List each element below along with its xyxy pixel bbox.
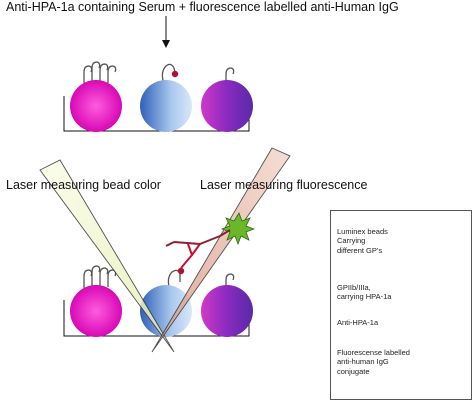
laser-bead-color-beam bbox=[39, 159, 175, 353]
bottom-purple-bead bbox=[201, 285, 253, 337]
bottom-purple-bead-group bbox=[201, 273, 253, 337]
down-arrow-head-icon bbox=[162, 40, 170, 48]
top-pink-bead-group bbox=[70, 61, 122, 132]
legend-item-antibody: Anti-HPA-1a bbox=[337, 318, 378, 327]
legend-item-beads-line-2: Carrying bbox=[337, 236, 366, 246]
legend-item-glycoprotein: GPIIb/IIIa, carrying HPA-1a bbox=[337, 283, 391, 302]
legend-item-antibody-line-1: Anti-HPA-1a bbox=[337, 318, 379, 327]
top-blue-bead-group bbox=[140, 63, 192, 132]
legend-item-beads-line-1: Luminex beads bbox=[337, 227, 388, 236]
legend-item-conjugate-line-1: Fluorescense labelled bbox=[337, 348, 410, 357]
top-purple-bead-group bbox=[201, 67, 253, 132]
top-blue-bead bbox=[140, 80, 192, 132]
legend-item-beads: Luminex beads Carrying different GP's bbox=[337, 227, 388, 255]
legend-item-glycoprotein-line-1: GPIIb/IIIa, bbox=[337, 283, 371, 292]
page-title: Anti-HPA-1a containing Serum + fluoresce… bbox=[6, 0, 399, 14]
legend-item-conjugate-line-2: anti-human IgG bbox=[337, 357, 389, 367]
top-purple-bead bbox=[201, 80, 253, 132]
legend-item-glycoprotein-line-2: carrying HPA-1a bbox=[337, 292, 392, 302]
bottom-pink-bead bbox=[70, 285, 122, 337]
legend-box bbox=[330, 210, 472, 400]
bottom-pink-bead-group bbox=[70, 265, 122, 337]
bound-antibody-complex bbox=[165, 212, 256, 275]
fluorescent-star-icon bbox=[220, 212, 256, 246]
laser-fluorescence-label: Laser measuring fluorescence bbox=[200, 178, 368, 192]
laser-bead-color-label: Laser measuring bead color bbox=[6, 178, 161, 192]
legend-item-conjugate: Fluorescense labelled anti-human IgG con… bbox=[337, 348, 410, 376]
top-pink-bead bbox=[70, 80, 122, 132]
legend-item-beads-line-3: different GP's bbox=[337, 245, 383, 255]
laser-fluorescence-beam bbox=[151, 147, 291, 353]
legend-item-conjugate-line-3: conjugate bbox=[337, 366, 370, 376]
